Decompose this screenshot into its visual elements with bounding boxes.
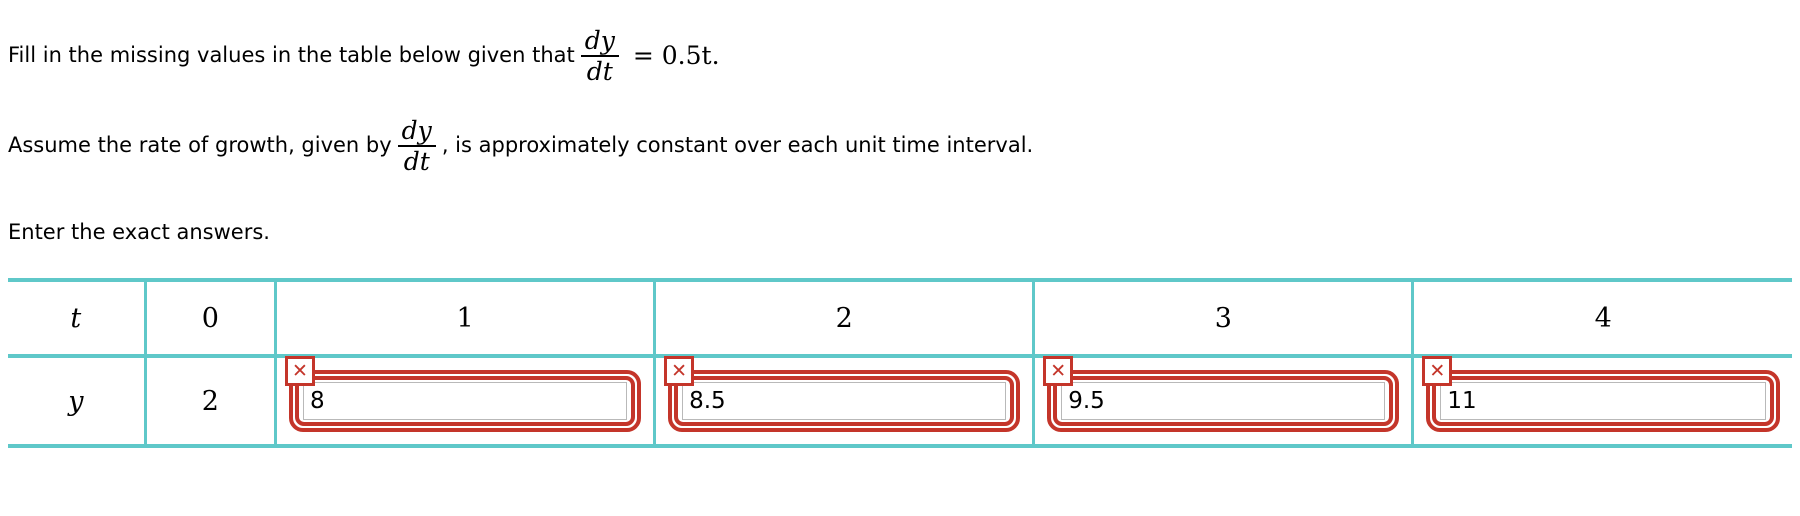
instruction-line-3: Enter the exact answers. <box>8 220 270 244</box>
data-cell-y1: ✕ <box>275 356 657 448</box>
data-cell-y0: 2 <box>145 356 277 448</box>
instruction-line-2-before: Assume the rate of growth, given by <box>8 133 392 158</box>
header-cell-4: 4 <box>1412 278 1792 358</box>
input-cell-wrapper-1: ✕ <box>277 356 653 432</box>
error-x-icon[interactable]: ✕ <box>1422 356 1453 386</box>
instruction-line-2: Assume the rate of growth, given by dy d… <box>8 118 1033 174</box>
data-cell-y4: ✕ <box>1412 356 1792 448</box>
answer-field-2[interactable]: ✕ <box>664 356 1021 432</box>
instruction-line-1-equation: = 0.5t. <box>632 41 720 70</box>
header-cell-2: 2 <box>654 278 1036 358</box>
header-cell-3: 3 <box>1033 278 1415 358</box>
answer-field-4[interactable]: ✕ <box>1422 356 1780 432</box>
fraction-dy-dt-1: dy dt <box>580 26 619 86</box>
header-cell-0: 0 <box>145 278 277 358</box>
answer-input-1[interactable] <box>302 382 628 420</box>
answer-field-1[interactable]: ✕ <box>284 356 642 432</box>
values-table: t 0 1 2 3 4 y 2 ✕ <box>8 278 1792 448</box>
header-variable-t: t <box>70 302 82 334</box>
answer-input-4[interactable] <box>1440 382 1766 420</box>
fraction-denominator: dt <box>403 147 430 176</box>
answer-input-2[interactable] <box>682 382 1007 420</box>
table-data-row: y 2 ✕ <box>8 356 1792 448</box>
data-cell-y-label: y <box>8 356 147 448</box>
instruction-line-2-after: , is approximately constant over each un… <box>441 133 1034 158</box>
instruction-line-1: Fill in the missing values in the table … <box>8 28 720 84</box>
error-x-icon[interactable]: ✕ <box>1043 356 1074 386</box>
input-cell-wrapper-4: ✕ <box>1414 356 1792 432</box>
fraction-denominator: dt <box>586 57 613 86</box>
header-cell-t: t <box>8 278 147 358</box>
fraction-dy-dt-2: dy dt <box>397 116 436 176</box>
error-x-icon[interactable]: ✕ <box>664 356 695 386</box>
data-variable-y: y <box>68 385 84 417</box>
answer-input-3[interactable] <box>1061 382 1386 420</box>
data-cell-y2: ✕ <box>654 356 1036 448</box>
instruction-line-1-text: Fill in the missing values in the table … <box>8 43 575 68</box>
values-table-wrapper: t 0 1 2 3 4 y 2 ✕ <box>8 278 1792 448</box>
fraction-numerator: dy <box>401 116 432 145</box>
input-cell-wrapper-2: ✕ <box>656 356 1032 432</box>
fraction-bar <box>580 55 619 57</box>
table-header-row: t 0 1 2 3 4 <box>8 278 1792 358</box>
header-cell-1: 1 <box>275 278 657 358</box>
error-x-icon[interactable]: ✕ <box>284 356 315 386</box>
fraction-numerator: dy <box>584 26 615 55</box>
answer-field-3[interactable]: ✕ <box>1043 356 1400 432</box>
data-cell-y3: ✕ <box>1033 356 1415 448</box>
input-cell-wrapper-3: ✕ <box>1035 356 1411 432</box>
fraction-bar <box>397 145 436 147</box>
